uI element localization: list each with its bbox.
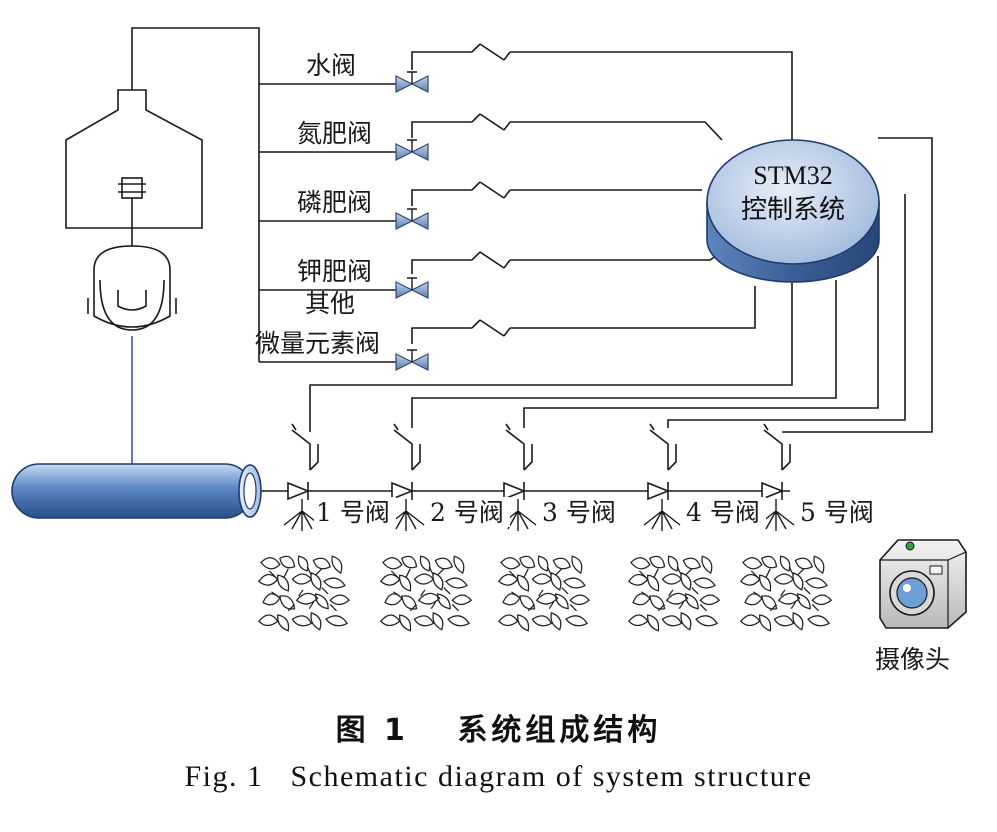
valve-icon <box>395 139 429 161</box>
crop-plots <box>258 555 832 632</box>
valve-icon <box>395 349 429 371</box>
valve-icon <box>395 71 429 93</box>
valve-icon <box>395 277 429 299</box>
valve-label-trace: 微量元素阀 <box>255 329 380 358</box>
camera-label: 摄像头 <box>875 645 950 674</box>
zone-valve-1 <box>283 481 321 531</box>
zone-valves <box>283 481 795 531</box>
zone-valve-2 <box>387 481 425 531</box>
crop-plot-2 <box>380 555 472 632</box>
crop-plot-4 <box>628 555 720 632</box>
stm32-controller: STM32 控制系统 <box>706 139 880 283</box>
fertilizer-valve-icons <box>395 71 429 371</box>
valve-label-water: 水阀 <box>306 51 356 80</box>
zone-valve-label-5: 5 号阀 <box>800 498 874 527</box>
mixer-vessel <box>87 228 177 464</box>
zone-valve-label-2: 2 号阀 <box>430 498 504 527</box>
system-structure-diagram: 水阀 氮肥阀 磷肥阀 钾肥阀 其他 微量元素阀 STM32 控制系统 <box>11 27 967 674</box>
controller-label-1: STM32 <box>753 161 832 190</box>
crop-plot-1 <box>258 555 350 632</box>
main-pipe <box>11 463 262 519</box>
zone-valve-label-4: 4 号阀 <box>686 498 760 527</box>
crop-plot-5 <box>740 555 832 632</box>
figure-caption-en: Fig. 1 Schematic diagram of system struc… <box>184 760 813 793</box>
crop-plot-3 <box>498 555 590 632</box>
valve-label-potassium: 钾肥阀 <box>297 257 372 286</box>
valve-icon <box>395 208 429 230</box>
valve-label-other: 其他 <box>305 289 355 318</box>
zone-valve-label-3: 3 号阀 <box>542 498 616 527</box>
fertilizer-tank <box>65 89 203 229</box>
camera-icon <box>879 539 967 629</box>
zone-valve-3 <box>499 481 537 531</box>
controller-label-2: 控制系统 <box>741 195 845 224</box>
zone-valve-label-1: 1 号阀 <box>316 498 390 527</box>
zone-valve-4 <box>643 481 681 531</box>
figure-caption-cn: 图 1 系统组成结构 <box>335 713 662 748</box>
valve-label-nitrogen: 氮肥阀 <box>297 119 372 148</box>
valve-label-phosphorus: 磷肥阀 <box>297 188 372 217</box>
zone-valve-5 <box>757 481 795 531</box>
